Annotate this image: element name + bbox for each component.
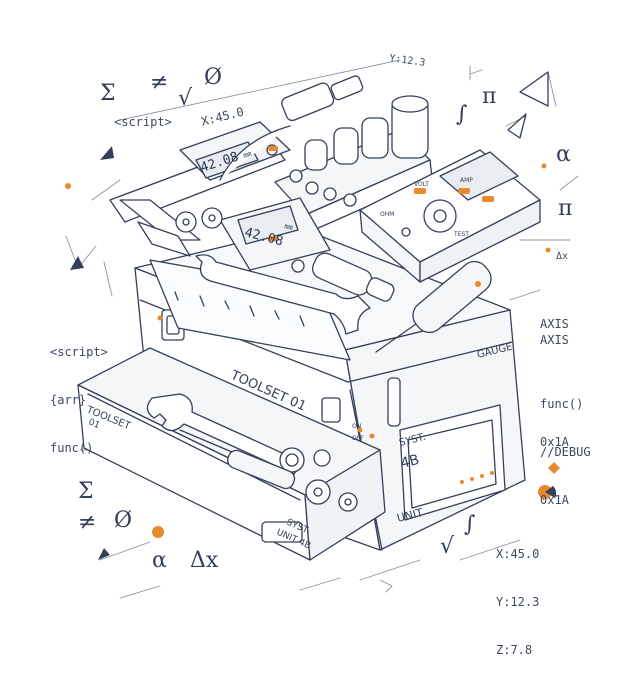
pi-symbol-right: π — [558, 196, 573, 221]
knob-label-volt: VOLT — [414, 181, 429, 188]
sigma-symbol: Σ — [100, 81, 116, 106]
script-label-top: <script> — [114, 115, 172, 129]
code-line: func() — [50, 441, 94, 455]
alpha-symbol: α — [556, 142, 571, 167]
gear-icon — [305, 449, 358, 512]
multimeter — [359, 149, 541, 283]
socket-set — [274, 95, 433, 234]
code-line: func() — [540, 397, 584, 411]
accent-markers — [65, 146, 560, 538]
delta-x-small: Δx — [556, 251, 569, 262]
micrometer-top — [219, 75, 364, 181]
switch-on-label: ON — [352, 423, 361, 430]
hex-label-right: 0x1A — [540, 435, 569, 449]
axis-label-2: AXIS — [540, 333, 569, 347]
toolbox-illustration: 42.08 mm 42.08 mm VOLT AMP OHM TEST TOOL… — [65, 59, 579, 599]
code-line: <script> — [50, 345, 108, 359]
pie-marker — [545, 486, 557, 498]
switch-off-label: OFF — [352, 435, 364, 442]
micrometer — [219, 197, 395, 302]
sigma-symbol-bottom: Σ — [78, 479, 94, 504]
integral-symbol-bottom: ∫ — [464, 512, 476, 537]
empty-set-symbol-bottom: Ø — [114, 508, 133, 533]
arrow-icon — [70, 146, 114, 560]
code-line: 0x1A — [540, 493, 569, 507]
sqrt-symbol-bottom: √ — [440, 534, 455, 559]
alpha-symbol-bottom: α — [152, 548, 167, 573]
code-line: {arr} — [50, 393, 87, 407]
coord-line: Z:7.8 — [496, 643, 533, 657]
panel-label-2: 4B — [399, 452, 421, 472]
coord-line: Y:12.3 — [496, 595, 540, 609]
code-block-left: <script> {arr} func() — [50, 312, 108, 472]
wrench — [195, 254, 371, 335]
caliper-unit: mm — [242, 150, 252, 160]
axis-label-1: AXIS — [540, 317, 569, 331]
coord-line: X:45.0 — [496, 547, 540, 561]
delta-x-symbol-bottom: Δx — [190, 548, 219, 573]
micrometer-unit: mm — [284, 222, 294, 232]
knob-label-amp: AMP — [460, 177, 473, 184]
code-line: //DEBUG — [540, 445, 591, 459]
sqrt-symbol: √ — [178, 86, 193, 111]
drawer-screwdriver — [179, 429, 296, 490]
pi-symbol: π — [482, 84, 497, 109]
code-block-right: func() //DEBUG 0x1A — [540, 364, 591, 524]
drawer-wrench — [146, 393, 305, 475]
knob-label-ohm: OHM — [380, 211, 394, 218]
triangle-marks — [507, 71, 549, 139]
integral-symbol: ∫ — [456, 102, 468, 127]
not-equal-symbol-bottom: ≠ — [78, 510, 97, 535]
gear-icon — [175, 207, 223, 233]
panel-label-unit: UNIT — [396, 506, 425, 525]
knob-label-test: TEST — [453, 231, 469, 238]
drawer-side-label-2: 01 — [87, 418, 101, 432]
coords-bottom: X:45.0 Y:12.3 Z:7.8 — [496, 514, 539, 674]
empty-set-symbol: Ø — [204, 65, 223, 90]
screwdriver — [375, 260, 492, 353]
not-equal-symbol: ≠ — [150, 70, 169, 95]
